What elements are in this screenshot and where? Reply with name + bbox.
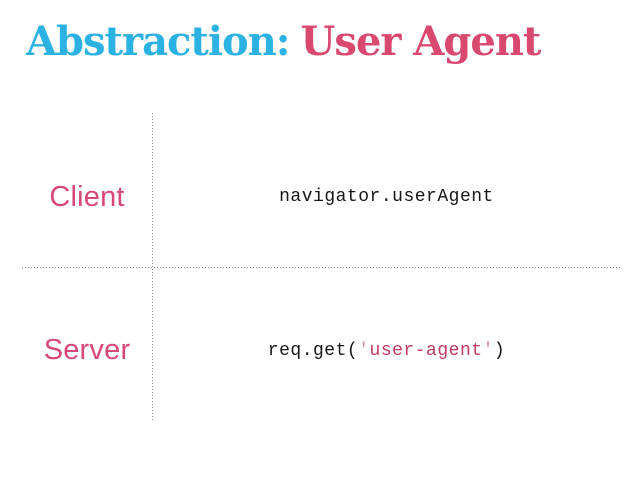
code-quote-mark: ' (358, 340, 370, 361)
title-subject: User Agent (300, 18, 542, 65)
code-quote-mark: ' (482, 340, 494, 361)
slide-title: Abstraction:User Agent (26, 16, 542, 68)
client-code-cell: navigator.userAgent (152, 113, 621, 267)
code-plain-text: ) (493, 340, 506, 361)
server-label: Server (43, 334, 131, 366)
server-code-snippet: req.get('user-agent') (268, 341, 505, 361)
code-plain-text: navigator.userAgent (279, 187, 494, 207)
comparison-table: Client navigator.userAgent Server req.ge… (22, 113, 621, 420)
vertical-divider (152, 113, 153, 420)
server-label-cell: Server (22, 267, 152, 420)
code-string-literal: user-agent (369, 340, 483, 361)
server-code-cell: req.get('user-agent') (152, 267, 621, 420)
code-plain-text: req.get( (267, 340, 359, 361)
client-label-cell: Client (22, 113, 152, 267)
title-prefix: Abstraction: (26, 18, 291, 65)
client-label: Client (49, 180, 125, 213)
client-code-snippet: navigator.userAgent (279, 187, 494, 207)
horizontal-divider (22, 267, 621, 268)
